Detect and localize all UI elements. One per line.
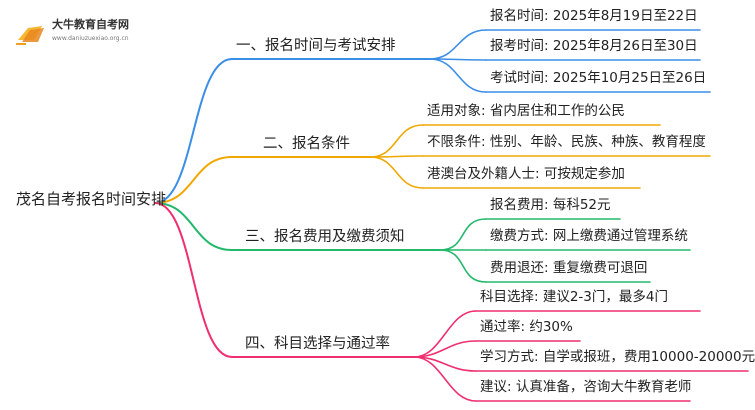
branch-eligibility: 二、报名条件 [263,136,350,152]
branch-to-leaf-connector-2-2 [439,249,487,283]
leaf-pass-rate: 通过率: 约30% [480,319,573,335]
site-logo: 大牛教育自考网 www.daniuzuexiao.org.cn [14,16,134,50]
branch-to-leaf-connector-3-3 [413,356,477,402]
book-logo-icon [16,26,44,45]
branch-to-leaf-connector-2-0 [439,218,487,251]
leaf-applicable-people: 适用对象: 省内居住和工作的公民 [427,103,625,119]
branch-to-leaf-connector-0-2 [429,58,487,93]
leaf-exam-time: 考试时间: 2025年10月25日至26日 [490,70,707,86]
leaf-no-restrictions: 不限条件: 性别、年龄、民族、种族、教育程度 [427,134,706,150]
branch-subjects: 四、科目选择与通过率 [245,336,390,352]
branch-fees: 三、报名费用及缴费须知 [245,229,405,245]
leaf-payment-method: 缴费方式: 网上缴费通过管理系统 [490,228,688,244]
branch-to-leaf-connector-1-2 [369,156,424,189]
branch-to-leaf-connector-3-0 [413,310,477,358]
root-to-branch-connector-0 [154,58,233,204]
leaf-advice: 建议: 认真准备，咨询大牛教育老师 [480,379,692,395]
branch-registration-schedule: 一、报名时间与考试安排 [236,38,396,54]
leaf-foreign-participants: 港澳台及外籍人士: 可按规定参加 [427,166,625,182]
root-to-branch-connector-2 [154,202,233,251]
logo-title: 大牛教育自考网 [52,18,129,31]
leaf-study-method: 学习方式: 自学或报班，费用10000-20000元 [480,349,755,365]
leaf-refund: 费用退还: 重复缴费可退回 [490,260,648,276]
branch-to-leaf-connector-1-0 [369,124,424,158]
root-topic: 茂名自考报名时间安排 [16,190,167,208]
root-to-branch-connector-3 [154,202,233,358]
root-to-branch-connector-1 [154,156,233,204]
leaf-application-time: 报考时间: 2025年8月26日至30日 [490,38,698,54]
branch-to-leaf-connector-0-0 [429,29,487,60]
leaf-registration-time: 报名时间: 2025年8月19日至22日 [490,8,698,24]
leaf-subject-choice: 科目选择: 建议2-3门，最多4门 [480,289,668,305]
logo-url: www.daniuzuexiao.org.cn [52,35,129,42]
leaf-registration-fee: 报名费用: 每科52元 [490,197,611,213]
